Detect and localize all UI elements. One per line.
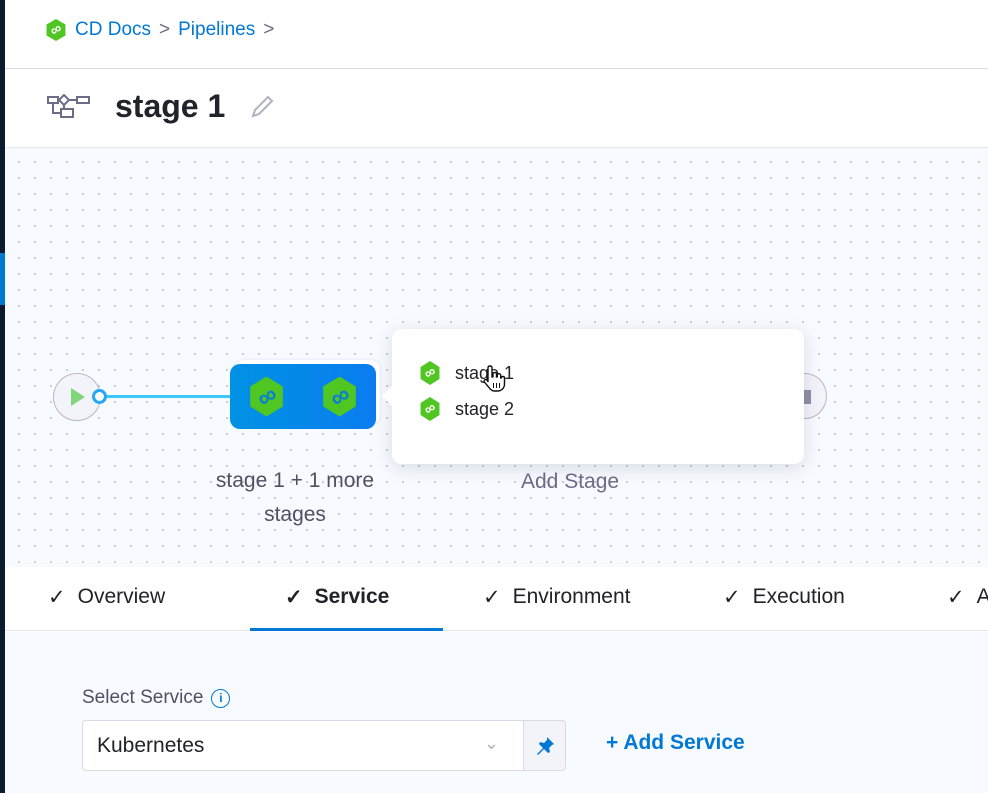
select-service-label: Select Service i xyxy=(82,687,231,709)
breadcrumb: CD Docs > Pipelines > xyxy=(45,19,274,41)
divider xyxy=(5,68,988,69)
check-icon: ✓ xyxy=(483,586,501,609)
pin-button[interactable] xyxy=(523,720,566,771)
pipeline-start-node[interactable] xyxy=(53,373,101,421)
tab-label: Execution xyxy=(752,585,845,608)
stage-header: stage 1 xyxy=(47,88,275,125)
pin-icon xyxy=(536,736,554,755)
connector-line xyxy=(106,395,231,398)
cd-module-icon xyxy=(46,19,66,41)
left-nav-rail xyxy=(0,0,5,793)
label-text: Select Service xyxy=(82,687,204,708)
breadcrumb-separator: > xyxy=(159,19,171,40)
tab-advanced[interactable]: ✓A xyxy=(947,585,988,610)
tab-label: Overview xyxy=(77,585,166,608)
connector-port[interactable] xyxy=(92,389,107,404)
tab-execution[interactable]: ✓ Execution xyxy=(723,585,845,610)
pencil-icon[interactable] xyxy=(249,94,275,120)
grouped-stage-node[interactable] xyxy=(230,364,376,429)
nav-active-indicator xyxy=(0,253,5,305)
menu-item-label: stage 2 xyxy=(455,398,515,419)
stage-group-popover: stage 1 stage 2 xyxy=(382,329,804,464)
service-select[interactable]: Kubernetes ⌄ xyxy=(82,720,524,771)
active-tab-indicator xyxy=(250,628,443,631)
tab-environment[interactable]: ✓ Environment xyxy=(483,585,631,610)
check-icon: ✓ xyxy=(48,586,66,609)
check-icon: ✓ xyxy=(285,586,303,609)
stage-node-label: stage 1 + 1 more stages xyxy=(215,469,375,526)
breadcrumb-separator: > xyxy=(263,19,275,40)
tab-label: Service xyxy=(314,585,390,608)
check-icon: ✓ xyxy=(723,586,741,609)
tab-service[interactable]: ✓ Service xyxy=(285,585,389,610)
tab-label: Environment xyxy=(512,585,631,608)
breadcrumb-pipelines[interactable]: Pipelines xyxy=(178,19,256,40)
menu-item-stage-2[interactable]: stage 2 xyxy=(392,380,804,438)
pipeline-stages-icon xyxy=(47,93,90,118)
deploy-stage-icon xyxy=(250,376,283,417)
add-stage-button[interactable]: Add Stage xyxy=(521,470,620,493)
tab-label: A xyxy=(976,585,988,608)
check-icon: ✓ xyxy=(947,586,965,609)
stage-tabs: ✓ Overview ✓ Service ✓ Environment ✓ Executi… xyxy=(5,567,988,631)
breadcrumb-cd-docs[interactable]: CD Docs xyxy=(75,19,152,40)
tab-overview[interactable]: ✓ Overview xyxy=(48,585,165,610)
hand-cursor-icon xyxy=(483,365,506,392)
select-value: Kubernetes xyxy=(97,734,205,757)
deploy-stage-icon xyxy=(420,361,440,385)
page-title: stage 1 xyxy=(115,88,226,124)
info-icon[interactable]: i xyxy=(211,688,231,708)
deploy-stage-icon xyxy=(323,376,356,417)
deploy-stage-icon xyxy=(420,397,440,421)
chevron-down-icon: ⌄ xyxy=(483,733,499,753)
add-service-button[interactable]: + Add Service xyxy=(606,731,745,754)
